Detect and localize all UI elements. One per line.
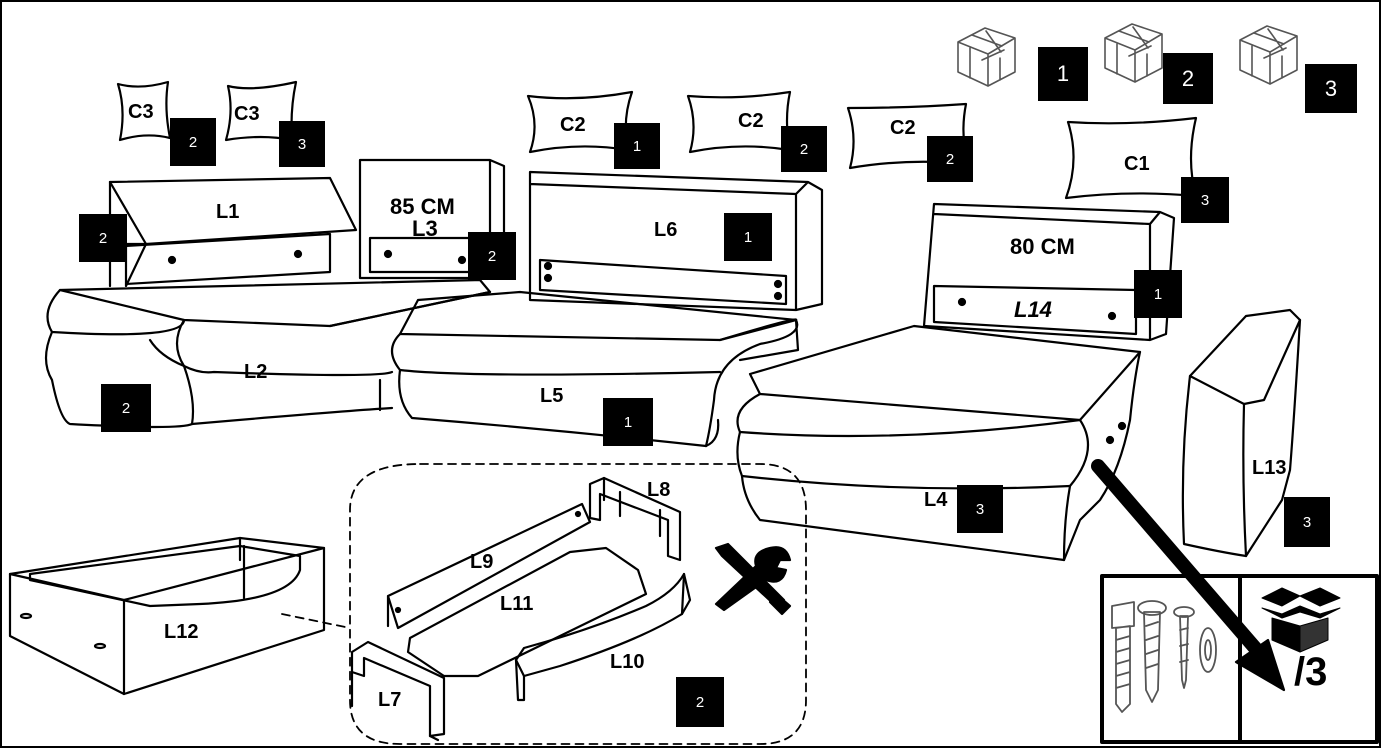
part-label-l11: L11 (500, 593, 534, 615)
screw-icon (1173, 606, 1195, 689)
part-l1-package-badge: 2 (79, 214, 127, 262)
open-box-icon (1261, 587, 1341, 653)
part-l7-drawing (350, 640, 446, 742)
part-l10-drawing (514, 572, 692, 702)
arrow-icon (1091, 459, 1286, 692)
part-l9-drawing (386, 502, 592, 630)
hardware-package-count: /3 (1294, 650, 1328, 694)
cushion-label: C1 (1124, 153, 1150, 175)
cushion-package-badge: 3 (1181, 177, 1229, 223)
part-l5-drawing (390, 290, 800, 448)
part-label-l13: L13 (1252, 457, 1287, 479)
part-l11-drawing (406, 546, 648, 678)
part-label-l6: L6 (654, 219, 678, 241)
part-label-l9: L9 (470, 551, 494, 573)
part-label-l2: L2 (244, 361, 268, 383)
part-label-l3: L3 (412, 216, 438, 241)
hardware-panel (1100, 574, 1379, 744)
tools-icon (714, 542, 792, 616)
part-l6-drawing (528, 170, 824, 312)
part-label-l12: L12 (164, 621, 199, 643)
screw-icon (1137, 600, 1167, 703)
package-badge-3: 3 (1305, 64, 1357, 113)
package-box-icon (957, 27, 1016, 87)
cushion-label: C2 (890, 117, 916, 139)
cushion-package-badge: 3 (279, 121, 325, 167)
part-label-l1: L1 (216, 201, 240, 223)
cushion-package-badge: 2 (781, 126, 827, 172)
part-label-l7: L7 (378, 689, 402, 711)
part-l4-drawing (736, 324, 1142, 562)
part-l12-drawing (8, 536, 326, 696)
part-l14-package-badge: 1 (1134, 270, 1182, 318)
part-label-l8: L8 (647, 479, 671, 501)
part-label-l5: L5 (540, 385, 564, 407)
cushion-package-badge: 2 (170, 118, 216, 166)
part-l13-package-badge: 3 (1284, 497, 1330, 547)
drawer-kit-outline (281, 463, 807, 745)
bolt-icon (1111, 601, 1135, 713)
part-label-l10: L10 (610, 651, 645, 673)
part-l4-package-badge: 3 (957, 485, 1003, 533)
part-l3-dimension: 85 CM (390, 194, 455, 219)
part-l1-drawing (108, 176, 358, 288)
cushion-label: C2 (738, 110, 764, 132)
drawer-kit-package-badge: 2 (676, 677, 724, 727)
cushion-label: C2 (560, 114, 586, 136)
part-l2-package-badge: 2 (101, 384, 151, 432)
package-badge-2: 2 (1163, 53, 1213, 104)
part-l2-drawing (44, 278, 492, 429)
part-l3-package-badge: 2 (468, 232, 516, 280)
part-l8-drawing (588, 476, 682, 562)
cushion-label: C3 (234, 103, 260, 125)
part-l13-drawing (1181, 308, 1302, 558)
package-box-icon (1104, 23, 1163, 83)
package-box-icon (1239, 25, 1298, 85)
cushion-label: C3 (128, 101, 154, 123)
package-badge-1: 1 (1038, 47, 1088, 101)
part-l14-dimension: 80 CM (1010, 234, 1075, 259)
cushion-package-badge: 1 (614, 123, 660, 169)
part-label-l14: L14 (1014, 297, 1052, 322)
washer-icon (1199, 627, 1217, 673)
part-l6-package-badge: 1 (724, 213, 772, 261)
part-l5-package-badge: 1 (603, 398, 653, 446)
part-label-l4: L4 (924, 489, 948, 511)
cushion-package-badge: 2 (927, 136, 973, 182)
